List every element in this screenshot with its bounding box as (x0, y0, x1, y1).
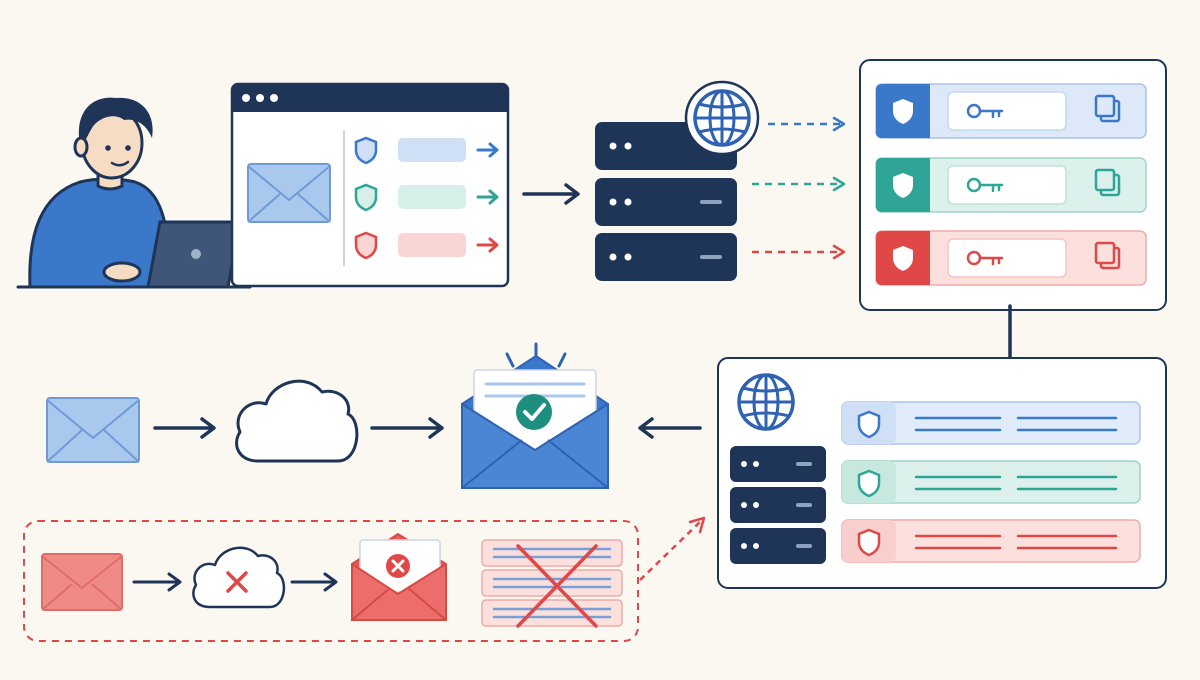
record-value-field (947, 91, 1067, 131)
person-ear (73, 136, 89, 158)
flow-arrow-from-verification (638, 417, 702, 439)
globe-icon (736, 372, 796, 432)
key-icon (966, 103, 1004, 119)
copy-icon[interactable] (1094, 168, 1121, 197)
window-dot-icon (270, 94, 278, 102)
cloud-icon (235, 379, 359, 463)
person-torso (28, 177, 172, 289)
composer-row-teal (354, 183, 499, 212)
server-stack-icon (730, 446, 826, 564)
person-eye-right (125, 145, 131, 151)
flow-arrow (370, 417, 444, 439)
flow-arrow (132, 572, 182, 592)
copy-icon[interactable] (1094, 94, 1121, 123)
composer-row-bar (398, 233, 466, 257)
arrow-right-icon (476, 237, 499, 253)
dns-records-panel (859, 59, 1167, 311)
envelope-icon (41, 553, 123, 611)
person-eye-left (105, 145, 111, 151)
dns-publish-arrows (752, 116, 846, 260)
person-with-laptop-icon (16, 97, 252, 289)
dns-record-red (875, 230, 1147, 286)
server-unit (595, 233, 737, 281)
crossed-records-icon (481, 539, 623, 628)
person-hair (78, 97, 153, 145)
shield-icon (354, 231, 378, 260)
envelope-icon (247, 163, 331, 223)
arrow-right-icon (476, 142, 499, 158)
open-envelope-x-icon (351, 532, 447, 621)
composer-window (230, 82, 510, 288)
composer-window-titlebar (232, 84, 508, 112)
dns-record-blue (875, 83, 1147, 139)
shield-icon (857, 410, 881, 439)
dns-record-teal (875, 157, 1147, 213)
failure-report-arrow (639, 519, 703, 581)
window-dot-icon (256, 94, 264, 102)
composer-row-blue (354, 136, 499, 165)
record-value-field (947, 165, 1067, 205)
laptop-logo (191, 249, 201, 259)
shield-icon (857, 469, 881, 498)
verified-record-blue (841, 401, 1141, 445)
copy-icon[interactable] (1094, 241, 1121, 270)
server-unit (595, 178, 737, 226)
key-icon (966, 177, 1004, 193)
verified-record-red (841, 519, 1141, 563)
person-hand (102, 261, 142, 283)
record-value-field (947, 238, 1067, 278)
window-dot-icon (242, 94, 250, 102)
flow-arrow (290, 572, 338, 592)
flow-arrow (153, 417, 216, 439)
flow-arrow-to-dns (522, 183, 580, 205)
verified-record-teal (841, 460, 1141, 504)
success-path (46, 342, 702, 489)
shield-icon (354, 183, 378, 212)
failure-path-frame (23, 520, 639, 642)
failure-path (23, 516, 706, 642)
composer-row-bar (398, 185, 466, 209)
shield-icon (354, 136, 378, 165)
composer-row-red (354, 231, 499, 260)
envelope-icon (46, 397, 140, 463)
arrow-right-icon (476, 189, 499, 205)
composer-row-bar (398, 138, 466, 162)
cloud-x-icon (192, 546, 286, 609)
shield-icon (857, 528, 881, 557)
person-smile (110, 160, 130, 167)
open-envelope-check-icon (461, 342, 609, 489)
key-icon (966, 250, 1004, 266)
globe-icon (684, 80, 760, 156)
verification-panel (717, 357, 1167, 589)
